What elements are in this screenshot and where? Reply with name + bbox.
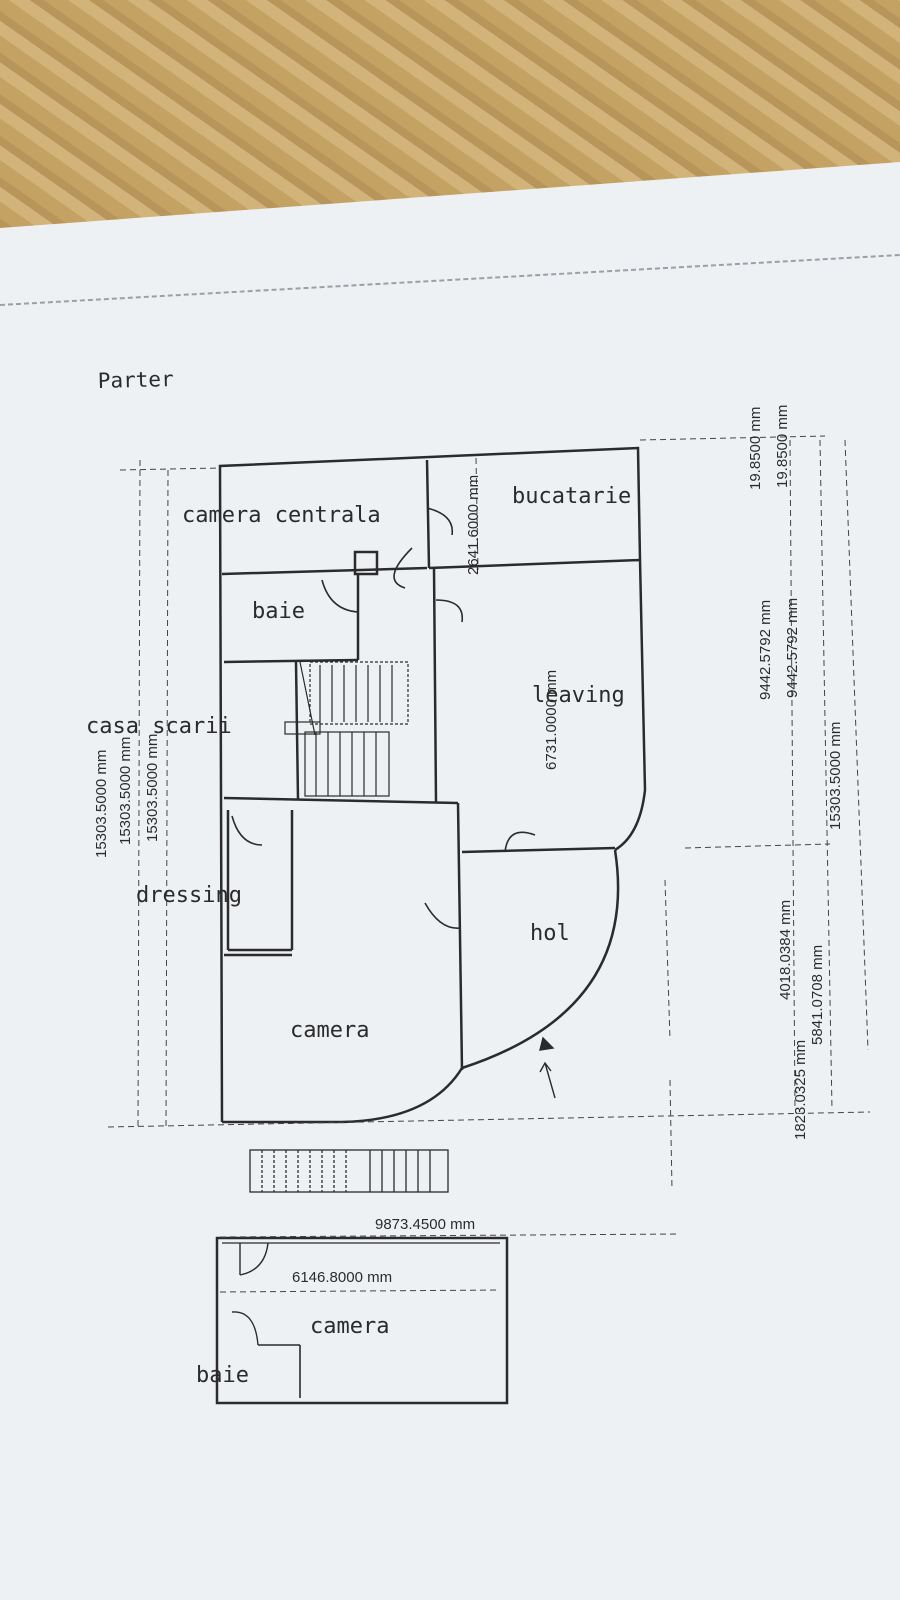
entrance-arrow-icon [539,1036,556,1099]
dim-left-c: 15303.5000 mm [144,734,161,842]
door-swings [231,507,536,929]
dim-right-low-a: 4018.0384 mm [777,900,794,1000]
dim-inner-leaving: 6731.0000 mm [543,670,560,770]
dim-bottom-width: 9873.4500 mm [375,1216,475,1233]
exterior-stairs [249,1149,449,1193]
paper-sheet [0,162,900,1600]
dim-right-full: 15303.5000 mm [827,722,844,830]
room-label-annex-camera: camera [310,1314,389,1339]
room-label-casa-scarii: casa scarii [86,714,232,739]
dimension-lines [107,435,871,1293]
paper-fold-line [0,254,900,306]
dim-right-low-b: 5841.0708 mm [809,945,826,1045]
room-label-camera: camera [290,1018,369,1043]
annex-walls [215,1236,509,1405]
interior-stairs [284,661,409,797]
room-label-annex-baie: baie [196,1363,249,1388]
dim-left-b: 15303.5000 mm [117,737,134,845]
room-label-bucatarie: bucatarie [512,484,631,509]
sheet-title: Parter [98,367,174,393]
floor-plan-walls [218,446,647,1124]
dim-right-mid-a: 9442.5792 mm [757,600,774,700]
dim-right-top-a: 19.8500 mm [747,407,764,490]
dim-right-bottom: 1823.0325 mm [792,1040,809,1140]
dim-inner-top: 2641.6000 mm [465,475,482,575]
room-label-leaving: leaving [532,683,625,708]
room-label-baie: baie [252,599,305,624]
room-label-hol: hol [530,921,570,946]
dim-right-mid-b: 9442.5792 mm [784,598,801,698]
room-label-camera-centrala: camera centrala [182,503,381,528]
dim-annex-width: 6146.8000 mm [292,1269,392,1286]
dim-right-top-b: 19.8500 mm [774,405,791,488]
dim-left-a: 15303.5000 mm [93,750,110,858]
room-label-dressing: dressing [136,883,242,908]
